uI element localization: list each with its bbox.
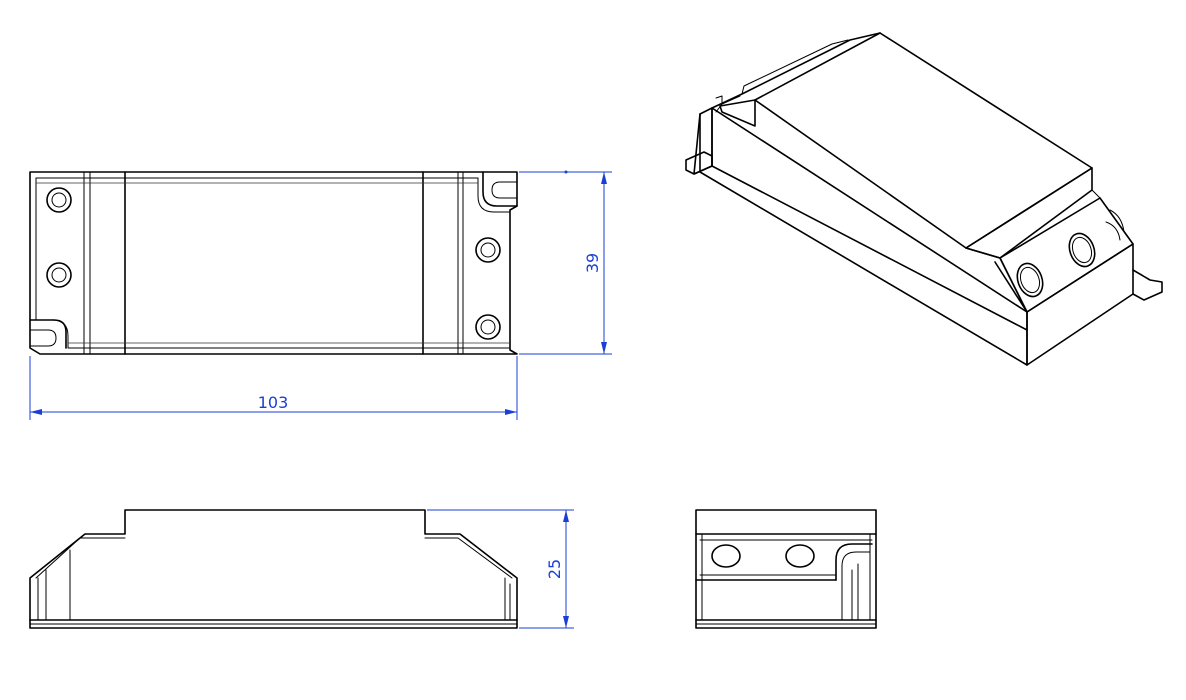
dimension-height-label: 25 — [545, 559, 564, 579]
terminal-hole-right-top — [475, 237, 501, 263]
side-view — [29, 509, 518, 629]
dimension-height: 25 — [427, 509, 574, 629]
dimension-length: 103 — [29, 356, 518, 420]
terminal-hole-left-bottom — [46, 262, 72, 288]
dimension-length-label: 103 — [258, 393, 289, 412]
top-view — [29, 171, 518, 355]
end-view — [695, 509, 877, 629]
isometric-view — [685, 32, 1163, 366]
terminal-hole-left-top — [46, 187, 72, 213]
iso-cable-hole-right — [1068, 232, 1096, 268]
end-cable-hole-right — [785, 544, 815, 568]
dimension-width-label: 39 — [583, 253, 602, 273]
iso-cable-hole-left — [1016, 262, 1044, 298]
dimension-width: 39 — [519, 170, 612, 355]
terminal-hole-right-bottom — [475, 314, 501, 340]
end-cable-hole-left — [711, 544, 741, 568]
